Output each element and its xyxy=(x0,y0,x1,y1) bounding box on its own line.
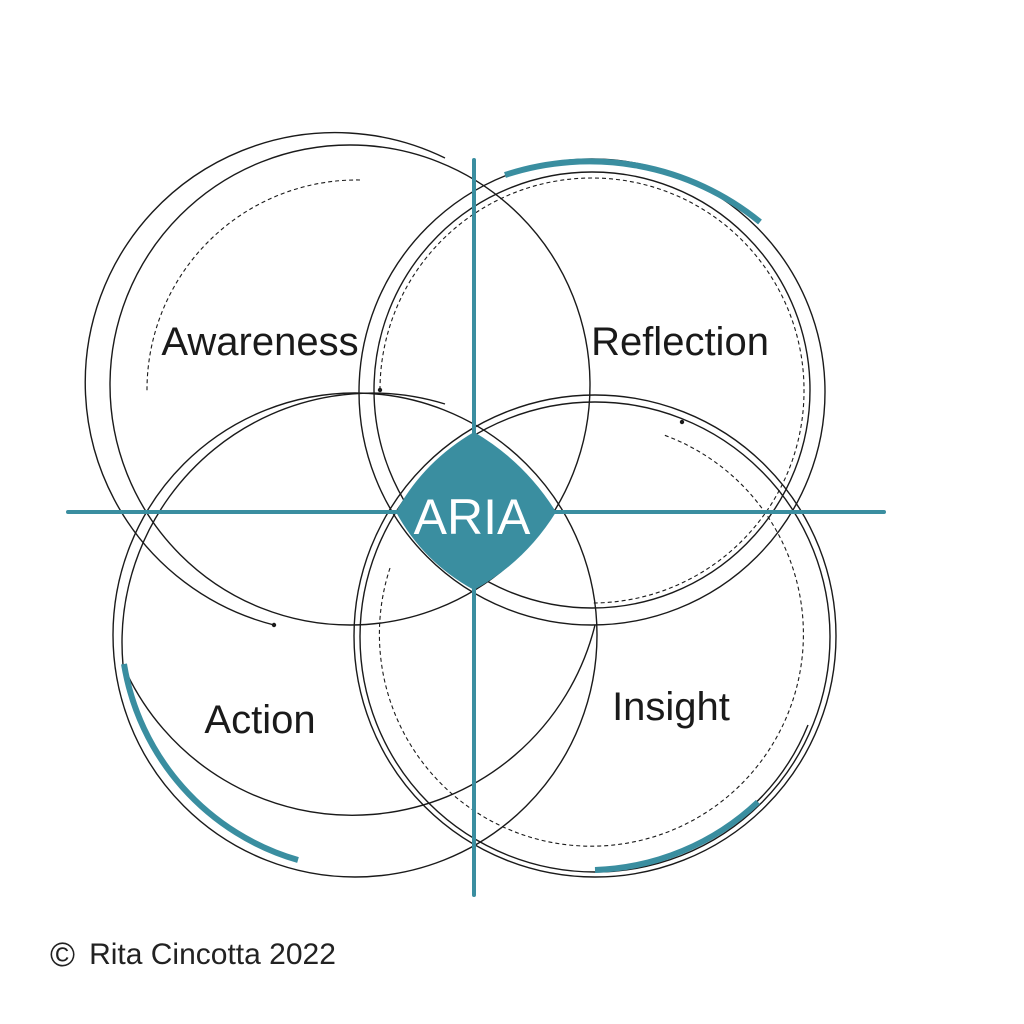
awareness-outer-arc xyxy=(84,131,446,626)
copyright-icon: © xyxy=(50,936,76,974)
aria-center-label: ARIA xyxy=(414,489,531,545)
reflection-label: Reflection xyxy=(591,320,769,364)
reflection-accent-arc xyxy=(504,158,762,225)
action-outer-arc xyxy=(121,392,596,816)
insight-circle xyxy=(353,394,837,878)
insight-outer-arc xyxy=(747,724,809,811)
insight-accent-arc xyxy=(594,799,761,873)
action-circle xyxy=(112,392,598,878)
copyright-text: Rita Cincotta 2022 xyxy=(89,938,336,971)
aria-center-shape xyxy=(396,432,556,590)
insight-dashed-arc xyxy=(378,434,804,847)
copyright-notice: © Rita Cincotta 2022 xyxy=(50,935,336,975)
awareness-label: Awareness xyxy=(161,320,358,364)
awareness-circle xyxy=(84,131,591,628)
insight-label: Insight xyxy=(612,685,730,729)
action-label: Action xyxy=(204,698,315,742)
reflection-dashed-arc xyxy=(379,177,805,604)
action-accent-arc xyxy=(121,663,299,863)
accent-arcs xyxy=(121,158,762,873)
